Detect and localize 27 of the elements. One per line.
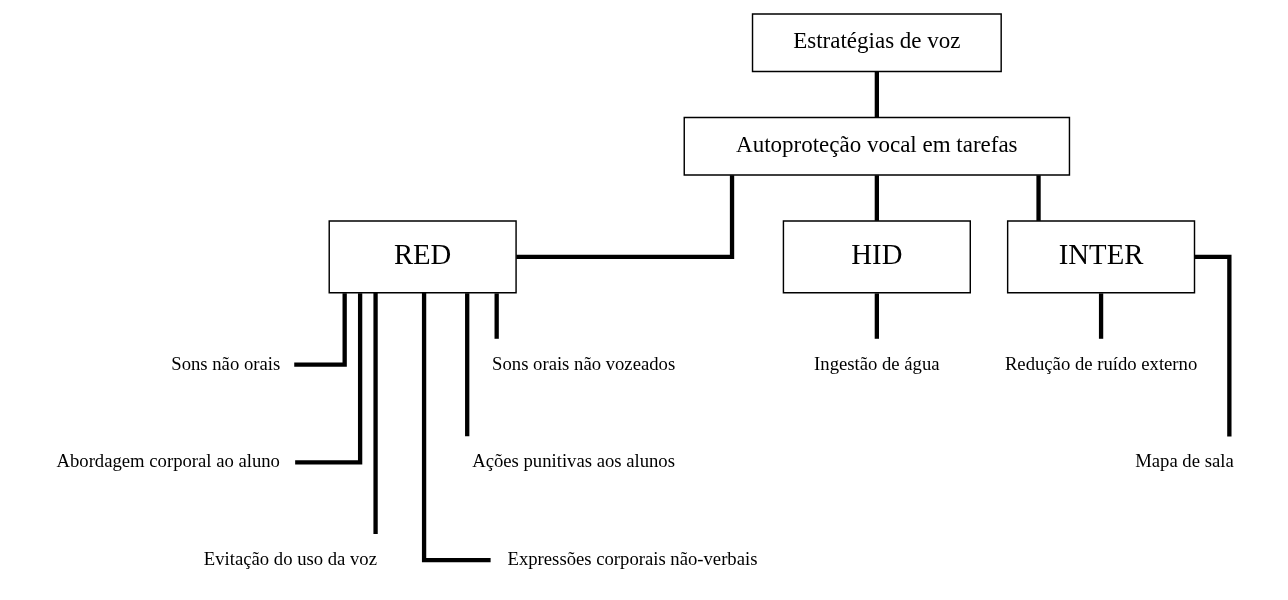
connector bbox=[494, 293, 499, 339]
node-text: Ingestão de água bbox=[814, 352, 940, 374]
connector bbox=[294, 293, 347, 367]
node-text: Expressões corporais não-verbais bbox=[507, 548, 758, 570]
connector bbox=[516, 175, 735, 260]
connector bbox=[874, 175, 879, 221]
node-text: Ações punitivas aos alunos bbox=[472, 450, 675, 472]
node-box: HID bbox=[782, 220, 971, 294]
node-text: Redução de ruído externo bbox=[1004, 352, 1198, 374]
node-text: Sons não orais bbox=[171, 352, 281, 374]
connector bbox=[1098, 293, 1104, 339]
connector bbox=[1195, 254, 1232, 437]
node-box: INTER bbox=[1006, 220, 1196, 294]
node-box: Estratégias de voz bbox=[751, 13, 1002, 73]
connector bbox=[421, 292, 491, 563]
connector bbox=[1036, 175, 1041, 221]
connector bbox=[874, 71, 879, 118]
node-text: Abordagem corporal ao aluno bbox=[56, 450, 280, 472]
connector bbox=[874, 293, 879, 339]
node-text: Mapa de sala bbox=[1135, 450, 1234, 472]
connector bbox=[373, 292, 378, 534]
connector bbox=[295, 293, 363, 465]
node-box: RED bbox=[328, 220, 517, 294]
node-text: Evitação do uso da voz bbox=[203, 548, 378, 570]
node-box: Autoproteção vocal em tarefas bbox=[683, 116, 1071, 176]
connector bbox=[465, 293, 470, 437]
node-text: Sons orais não vozeados bbox=[492, 352, 676, 374]
